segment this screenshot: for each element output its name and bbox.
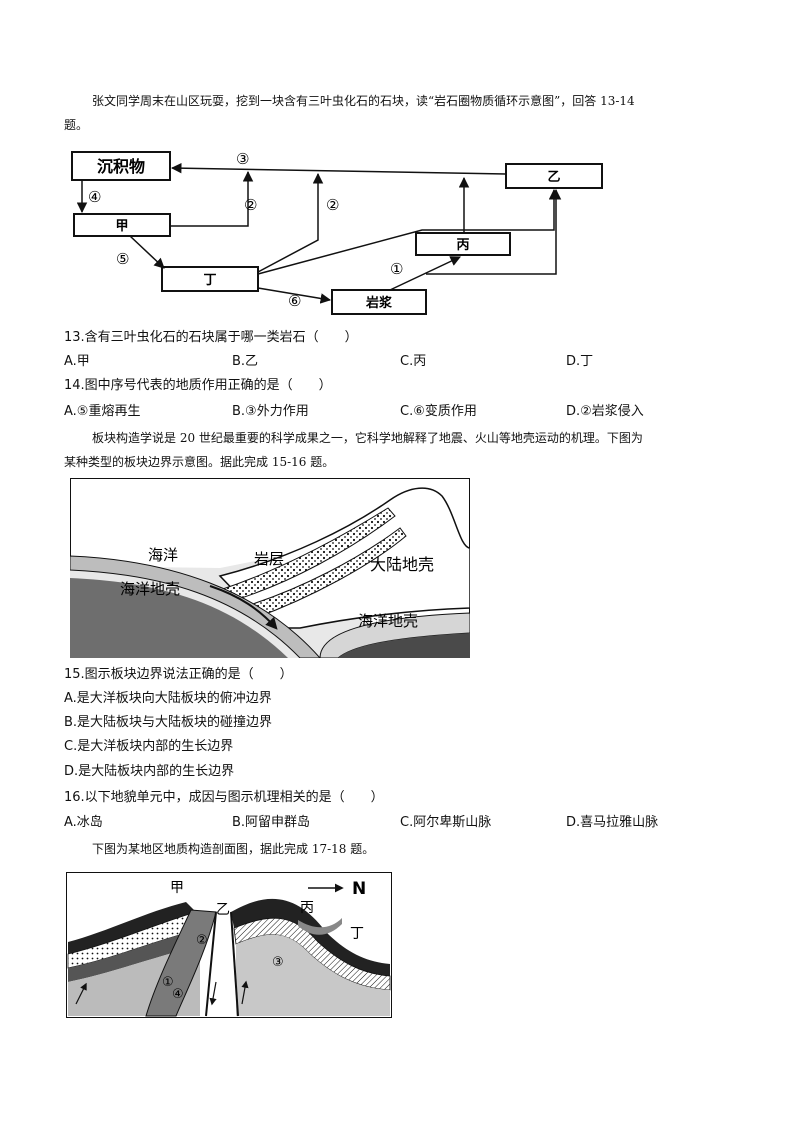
intro-text-2-cont: 某种类型的板块边界示意图。据此完成 15-16 题。 (64, 455, 335, 469)
intro-text-1: 张文同学周末在山区玩耍，挖到一块含有三叶虫化石的石块，读“岩石圈物质循环示意图”… (92, 94, 635, 108)
num-3: ③ (236, 150, 249, 168)
box-bing (415, 232, 511, 256)
q15-option-d: D.是大陆板块内部的生长边界 (64, 764, 235, 779)
label-magma: 岩浆 (365, 295, 393, 311)
section-label-ding: 丁 (350, 926, 364, 942)
label-jia: 甲 (115, 219, 128, 234)
intro-text-3: 下图为某地区地质构造剖面图，据此完成 17-18 题。 (92, 842, 375, 856)
box-sediment (71, 151, 171, 181)
section-label-bing: 丙 (300, 900, 314, 916)
num-6: ⑥ (288, 292, 301, 310)
box-yi (505, 163, 603, 189)
label-ding: 丁 (203, 273, 216, 288)
section-label-yi: 乙 (216, 902, 230, 918)
label-continental-crust: 大陆地壳 (370, 555, 434, 574)
q14-option-b: B.③外力作用 (232, 404, 309, 419)
section-num-2: ② (196, 933, 208, 948)
num-2b: ② (326, 196, 339, 214)
box-magma (331, 289, 427, 315)
question-13: 13.含有三叶虫化石的石块属于哪一类岩石（ ） (64, 330, 358, 345)
q15-option-a: A.是大洋板块向大陆板块的俯冲边界 (64, 691, 272, 706)
label-yi: 乙 (547, 170, 560, 185)
q13-option-d: D.丁 (566, 354, 594, 369)
q13-option-b: B.乙 (232, 354, 259, 369)
q16-option-c: C.阿尔卑斯山脉 (400, 815, 492, 830)
label-ocean: 海洋 (148, 546, 178, 564)
num-2a: ② (244, 196, 257, 214)
section-label-jia: 甲 (170, 880, 184, 896)
q16-option-b: B.阿留申群岛 (232, 815, 311, 830)
q15-option-b: B.是大陆板块与大陆板块的碰撞边界 (64, 715, 273, 730)
label-oceanic-crust-right: 海洋地壳 (358, 612, 418, 630)
rock-cycle-diagram: 沉积物 甲 乙 丙 丁 岩浆 ③ ④ ② ② ⑤ ⑥ ① (71, 150, 603, 315)
q15-option-c: C.是大洋板块内部的生长边界 (64, 739, 234, 754)
section-num-3: ③ (272, 955, 284, 970)
intro-text-2: 板块构造学说是 20 世纪最重要的科学成果之一，它科学地解释了地震、火山等地壳运… (92, 431, 643, 445)
north-label: N (352, 879, 366, 899)
q14-option-c: C.⑥变质作用 (400, 404, 477, 419)
section-num-4: ④ (172, 987, 184, 1002)
geologic-section-diagram: 甲 乙 丙 丁 N ① ② ③ ④ (66, 872, 392, 1018)
q14-option-a: A.⑤重熔再生 (64, 404, 141, 419)
question-14: 14.图中序号代表的地质作用正确的是（ ） (64, 378, 332, 393)
question-16: 16.以下地貌单元中，成因与图示机理相关的是（ ） (64, 790, 384, 805)
q13-option-a: A.甲 (64, 354, 90, 369)
label-bing: 丙 (456, 238, 469, 253)
q14-option-d: D.②岩浆侵入 (566, 404, 644, 419)
box-ding (161, 266, 259, 292)
plate-boundary-diagram: 海洋 岩层 大陆地壳 海洋地壳 海洋地壳 (70, 478, 470, 658)
label-oceanic-crust-left: 海洋地壳 (120, 580, 180, 598)
intro-text-1-cont: 题。 (64, 118, 89, 132)
label-sediment: 沉积物 (97, 157, 145, 176)
label-strata: 岩层 (254, 550, 284, 568)
num-5: ⑤ (116, 250, 129, 268)
section-num-1: ① (162, 975, 174, 990)
question-15: 15.图示板块边界说法正确的是（ ） (64, 667, 293, 682)
q13-option-c: C.丙 (400, 354, 427, 369)
num-4: ④ (88, 188, 101, 206)
q16-option-a: A.冰岛 (64, 815, 103, 830)
q16-option-d: D.喜马拉雅山脉 (566, 815, 659, 830)
box-jia (73, 213, 171, 237)
num-1: ① (390, 260, 403, 278)
